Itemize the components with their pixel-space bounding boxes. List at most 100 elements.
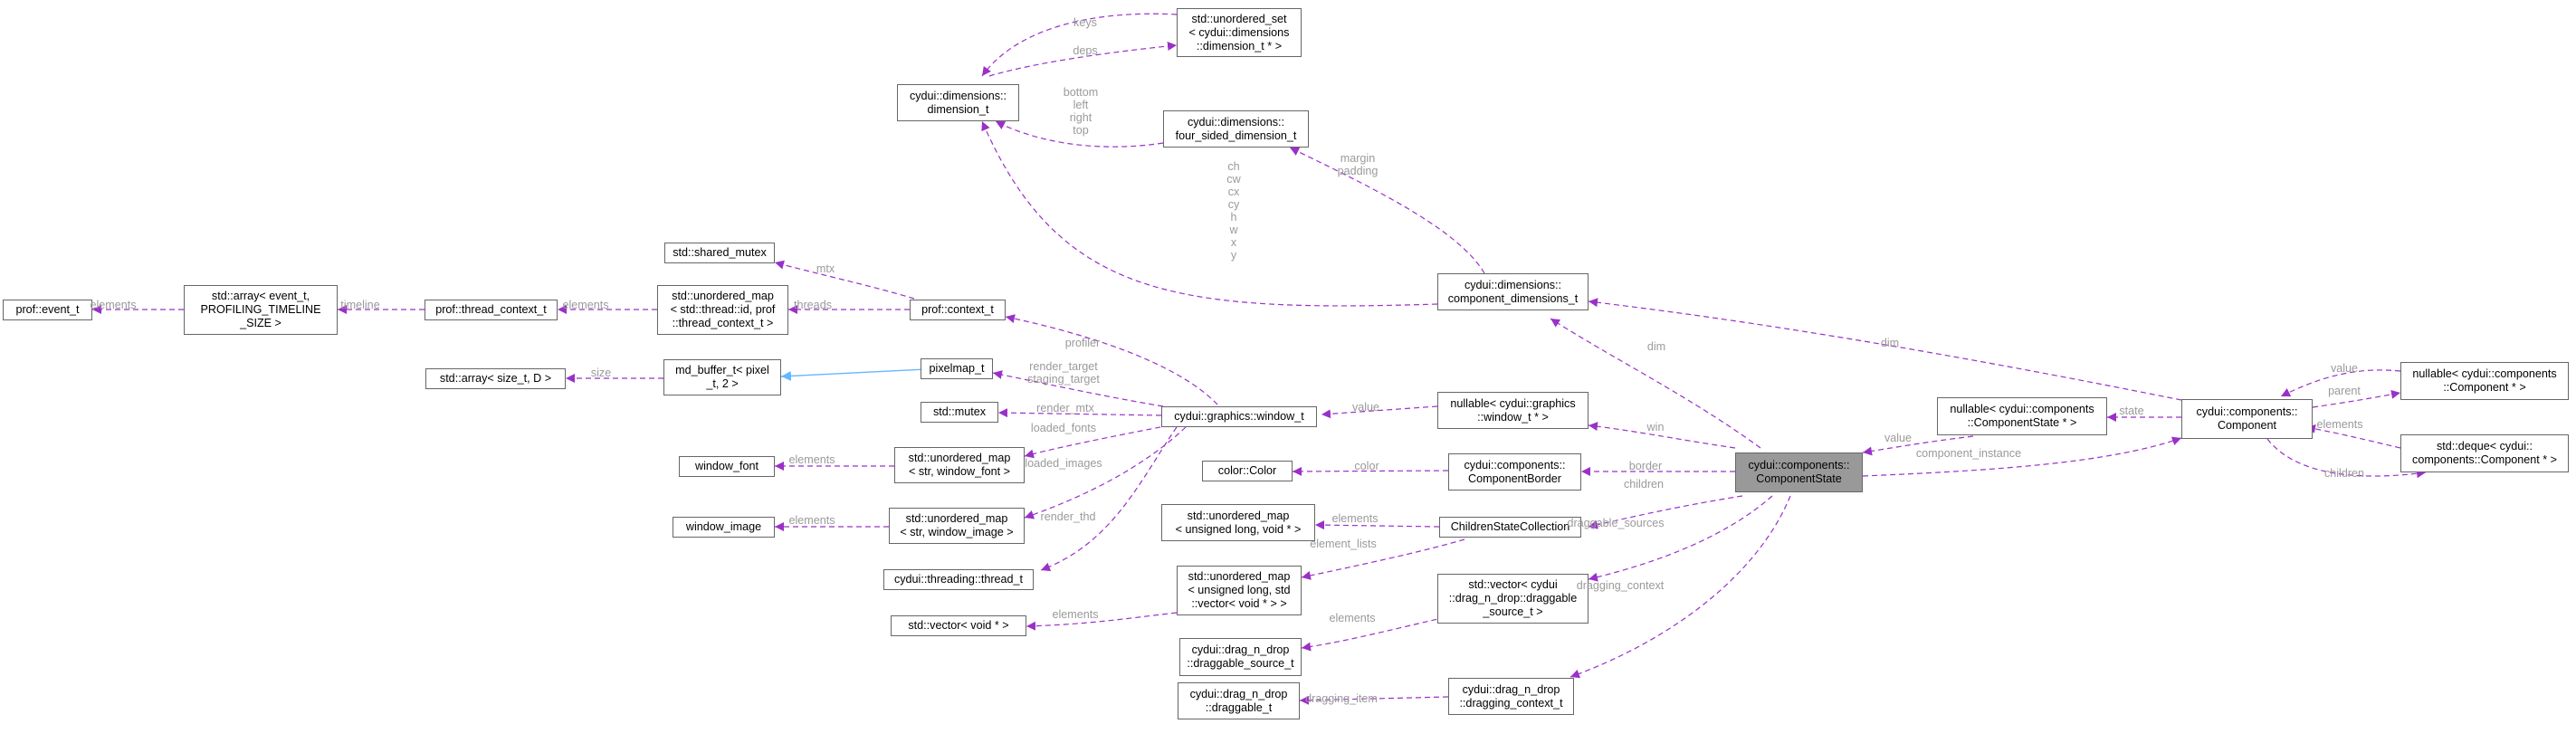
label-draggable-sources: draggable_sources <box>1567 517 1664 529</box>
node-window-t[interactable]: cydui::graphics::window_t <box>1161 406 1317 427</box>
edge-label-text-line: children <box>2323 467 2365 480</box>
node-text-line: std::unordered_set <box>1191 12 1287 25</box>
node-window-font[interactable]: window_font <box>679 456 775 477</box>
node-nullable-comp[interactable]: nullable< cydui::components::Component *… <box>2400 362 2569 400</box>
label-keys: keys <box>1073 16 1097 29</box>
node-text-line: std::unordered_map <box>1188 570 1291 583</box>
node-window-image[interactable]: window_image <box>673 517 775 538</box>
node-vec-void[interactable]: std::vector< void * > <box>891 615 1026 636</box>
node-text-line: cydui::dimensions:: <box>1187 115 1285 129</box>
node-text-line: std::unordered_map <box>1187 509 1290 522</box>
edge-label-text-line: timeline <box>340 299 380 311</box>
edge-dim-fields <box>981 120 1438 307</box>
edge-label-text-line: padding <box>1337 165 1379 177</box>
node-text-line: Component <box>2217 419 2277 432</box>
node-text-line: < str, window_image > <box>900 526 1014 538</box>
edge-label-text-line: bottom <box>1063 86 1099 99</box>
edge-label-text-line: value <box>1884 432 1913 444</box>
node-text-line: _source_t > <box>1483 605 1543 618</box>
edge-label-text-line: dragging_context <box>1576 579 1665 592</box>
edge-label-text-line: x <box>1230 236 1237 249</box>
label-dragging-item: dragging_item <box>1305 692 1378 705</box>
node-text-line: std::array< event_t, <box>211 290 310 302</box>
edge-elements-vec <box>1026 612 1178 631</box>
node-text-line: std::unordered_map <box>908 452 1011 464</box>
node-deque-comp[interactable]: std::deque< cydui::components::Component… <box>2400 434 2569 472</box>
edge-label-text-line: cy <box>1227 198 1240 211</box>
label-dim-state: dim <box>1647 340 1665 353</box>
node-text-line: prof::event_t <box>15 303 80 316</box>
edge-elements-deque <box>2305 424 2401 449</box>
edge-component-instance <box>1862 436 2182 477</box>
edge-label-text-line: dim <box>1880 337 1900 349</box>
label-dragging-context: dragging_context <box>1577 579 1665 592</box>
node-component[interactable]: cydui::components::Component <box>2181 399 2313 439</box>
node-nullable-state[interactable]: nullable< cydui::components::ComponentSt… <box>1937 397 2107 435</box>
node-uomap-thread[interactable]: std::unordered_map< std::thread::id, pro… <box>657 285 788 335</box>
edge-label-text-line: value <box>1351 401 1380 414</box>
node-text-line: nullable< cydui::components <box>1950 403 2094 415</box>
node-uomap-font[interactable]: std::unordered_map< str, window_font > <box>894 447 1025 483</box>
node-thread-t[interactable]: cydui::threading::thread_t <box>883 569 1034 590</box>
node-text-line: std::deque< cydui:: <box>2436 440 2533 452</box>
node-draggable[interactable]: cydui::drag_n_drop::draggable_t <box>1178 682 1300 719</box>
edge-loaded-fonts <box>1024 424 1170 459</box>
label-elements-void: elements <box>1331 512 1378 525</box>
edge-label-text-line: ch <box>1227 160 1240 173</box>
edge-label-text-line: staging_target <box>1027 373 1100 386</box>
node-prof-context[interactable]: prof::context_t <box>910 300 1006 320</box>
node-text-line: < std::thread::id, prof <box>670 303 776 316</box>
node-std-mutex[interactable]: std::mutex <box>921 402 998 423</box>
node-vec-drag-src[interactable]: std::vector< cydui::drag_n_drop::draggab… <box>1437 574 1589 624</box>
node-text-line: cydui::drag_n_drop <box>1189 687 1288 700</box>
node-component-state[interactable]: cydui::components::ComponentState <box>1735 452 1863 492</box>
edge-loaded-images <box>1024 426 1187 519</box>
node-text-line: _SIZE > <box>240 317 281 329</box>
node-prof-event[interactable]: prof::event_t <box>3 300 92 320</box>
node-dimension-t[interactable]: cydui::dimensions::dimension_t <box>897 84 1019 121</box>
label-render-thd: render_thd <box>1041 510 1096 523</box>
label-color: color <box>1354 460 1379 472</box>
edge-render-mtx <box>997 408 1162 418</box>
node-text-line: ::ComponentState * > <box>1967 416 2077 429</box>
node-uoset-dim[interactable]: std::unordered_set< cydui::dimensions::d… <box>1177 8 1302 57</box>
node-uomap-image[interactable]: std::unordered_map< str, window_image > <box>889 508 1025 544</box>
node-draggable-source[interactable]: cydui::drag_n_drop::draggable_source_t <box>1179 638 1302 676</box>
node-text-line: ComponentBorder <box>1468 472 1561 485</box>
edge-keys <box>981 13 1178 77</box>
edge-win <box>1588 422 1736 449</box>
edge-label-text-line: elements <box>90 299 137 311</box>
edge-value-state <box>1862 435 1974 456</box>
edge-sides <box>995 120 1164 148</box>
node-std-array-size[interactable]: std::array< size_t, D > <box>425 368 566 389</box>
edge-label-text-line: keys <box>1073 16 1097 29</box>
node-dragging-ctx[interactable]: cydui::drag_n_drop::dragging_context_t <box>1448 678 1574 715</box>
node-md-buffer[interactable]: md_buffer_t< pixel_t, 2 > <box>663 359 781 395</box>
node-text-line: std::shared_mutex <box>673 246 767 259</box>
label-mtx: mtx <box>816 262 835 275</box>
node-prof-thread-context[interactable]: prof::thread_context_t <box>425 300 558 320</box>
node-std-shared-mutex[interactable]: std::shared_mutex <box>664 243 775 263</box>
node-pixelmap[interactable]: pixelmap_t <box>921 358 993 379</box>
node-children-coll[interactable]: ChildrenStateCollection <box>1439 517 1581 538</box>
label-children-state: children <box>1624 478 1664 491</box>
node-text-line: cydui::dimensions:: <box>909 89 1007 102</box>
edge-label-text-line: element_lists <box>1310 538 1377 550</box>
edge-label-text-line: dragging_item <box>1305 692 1378 705</box>
label-elements-event: elements <box>90 299 136 311</box>
node-comp-border[interactable]: cydui::components::ComponentBorder <box>1448 453 1581 491</box>
node-text-line: std::vector< cydui <box>1468 578 1558 591</box>
node-color[interactable]: color::Color <box>1202 461 1293 481</box>
edge-label-text-line: w <box>1229 224 1238 236</box>
node-four-sided[interactable]: cydui::dimensions::four_sided_dimension_… <box>1163 110 1309 148</box>
edge-inheritance <box>780 367 946 381</box>
edge-children-state <box>1588 495 1743 529</box>
node-nullable-window[interactable]: nullable< cydui::graphics::window_t * > <box>1437 392 1589 429</box>
node-comp-dims[interactable]: cydui::dimensions::component_dimensions_… <box>1437 273 1589 310</box>
node-std-array-event[interactable]: std::array< event_t,PROFILING_TIMELINE_S… <box>184 285 338 335</box>
edge-label-text-line: render_target <box>1029 360 1098 373</box>
node-uomap-vec[interactable]: std::unordered_map< unsigned long, std::… <box>1177 566 1302 615</box>
node-uomap-void[interactable]: std::unordered_map< unsigned long, void … <box>1161 504 1315 541</box>
